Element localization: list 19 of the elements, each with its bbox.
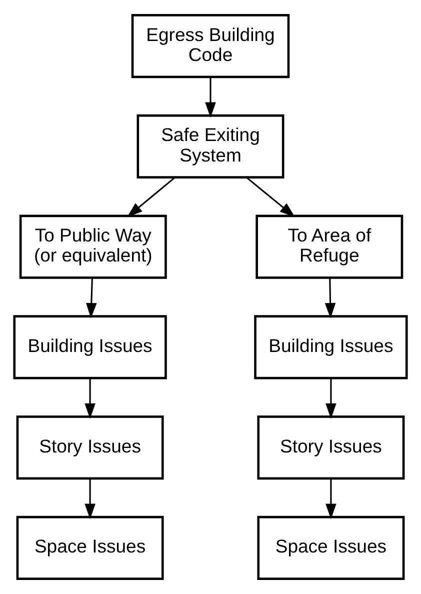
arrow xyxy=(126,177,176,218)
node-box: Space Issues xyxy=(257,516,405,580)
arrow xyxy=(326,378,336,419)
arrow xyxy=(205,77,216,118)
arrow xyxy=(86,278,97,318)
node-box: Safe Exiting System xyxy=(136,114,284,178)
arrow xyxy=(84,378,96,419)
arrow xyxy=(324,278,336,318)
node-box: To Area of Refuge xyxy=(256,214,404,279)
node-box: To Public Way (or equivalent) xyxy=(19,214,167,279)
node-box: Egress Building Code xyxy=(131,14,290,78)
arrow xyxy=(84,478,96,520)
arrow xyxy=(246,177,296,218)
node-box: Story Issues xyxy=(257,416,405,480)
node-box: Story Issues xyxy=(16,416,164,480)
node-box: Building Issues xyxy=(254,315,408,380)
node-box: Space Issues xyxy=(16,516,164,580)
node-box: Building Issues xyxy=(13,315,167,380)
arrow xyxy=(326,478,336,520)
